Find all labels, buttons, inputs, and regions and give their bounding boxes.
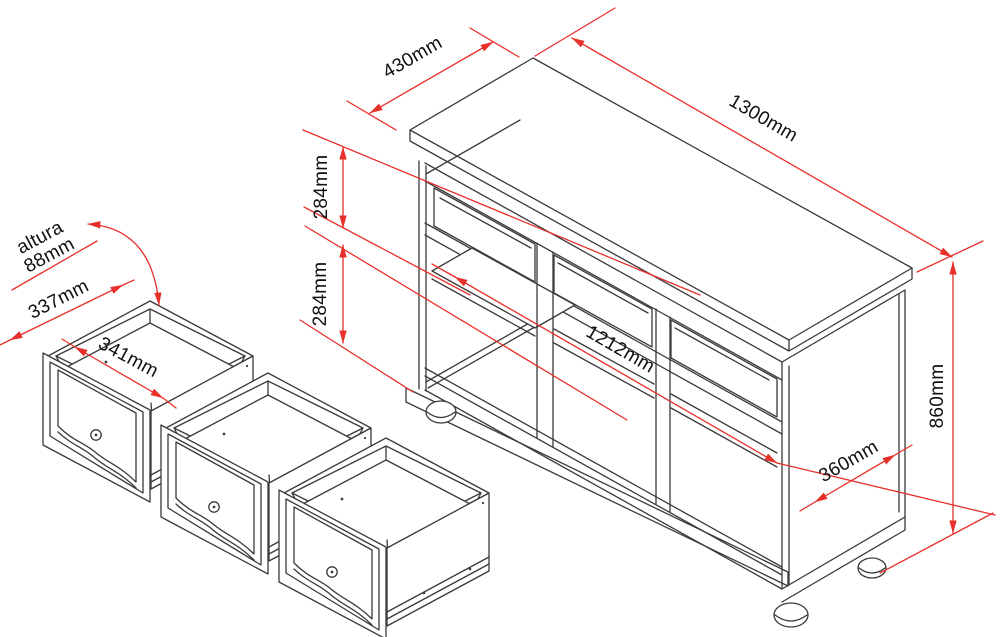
- dim-cabinet-width: [571, 37, 953, 258]
- foot-front-right: [773, 602, 809, 628]
- foot-front-left: [425, 400, 457, 424]
- cabinet-right-side: [781, 289, 906, 590]
- label-upper-284: 284mm: [311, 154, 333, 220]
- dim-side-depth: [814, 454, 896, 503]
- label-lower-284: 284mm: [310, 261, 332, 327]
- dim-interior-width: [454, 276, 778, 464]
- dim-cabinet-depth: [369, 41, 494, 114]
- dim-drawer-width: [74, 346, 164, 399]
- label-cabinet-height: 860mm: [927, 363, 949, 429]
- dimension-lines: [0, 7, 996, 574]
- foot-back-right: [857, 557, 887, 579]
- dim-drawer-height-arc: [87, 221, 162, 306]
